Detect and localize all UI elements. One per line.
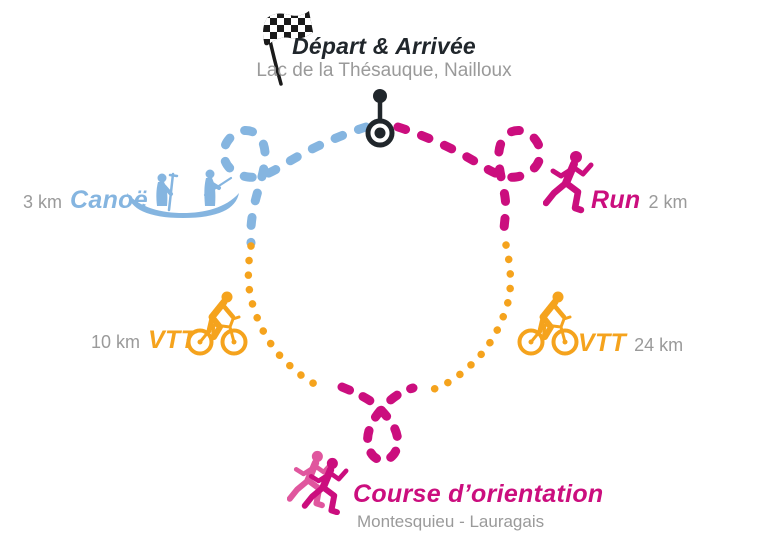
- vtt-west-distance: 10 km: [91, 332, 141, 352]
- orientation-name: Course d’orientation: [353, 480, 604, 508]
- vtt-east-distance: 24 km: [634, 335, 684, 355]
- route-canoe-segment: [219, 122, 371, 248]
- canoe-name: Canoë: [70, 186, 148, 214]
- mountain-bike-east-icon: [517, 290, 579, 358]
- vtt-west-leg-label: 10 km VTT: [91, 326, 196, 355]
- canoe-icon: [127, 169, 239, 218]
- start-finish-title: Départ & Arrivée: [292, 33, 476, 59]
- vtt-east-leg-label: VTT 24 km: [578, 329, 683, 358]
- route-vtt-east-segment: [430, 241, 515, 393]
- run-distance: 2 km: [648, 192, 688, 212]
- orienteering-runners-icon: [287, 449, 353, 515]
- start-pin-icon: [365, 89, 395, 148]
- route-run-segment: [393, 122, 545, 236]
- start-finish-location: Lac de la Thésauque, Nailloux: [256, 60, 512, 81]
- canoe-distance: 3 km: [23, 192, 63, 212]
- route-vtt-west-segment: [244, 242, 330, 393]
- route-orientation-segment: [337, 382, 418, 465]
- mountain-bike-west-icon: [186, 290, 248, 358]
- runner-icon: [543, 150, 595, 216]
- run-name: Run: [591, 186, 641, 214]
- vtt-east-name: VTT: [578, 329, 627, 357]
- orientation-leg-label: Course d’orientation Montesquieu - Laura…: [353, 480, 603, 532]
- orientation-location: Montesquieu - Lauragais: [357, 512, 545, 531]
- canoe-leg-label: 3 km Canoë: [23, 186, 148, 215]
- run-leg-label: Run 2 km: [591, 186, 688, 215]
